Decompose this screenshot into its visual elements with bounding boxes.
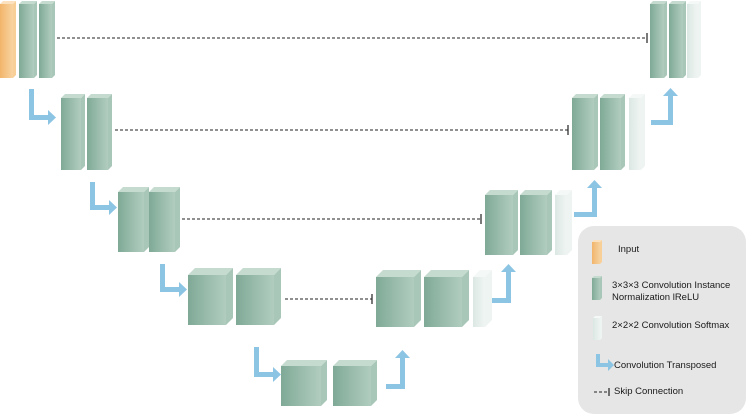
legend-transposed-icon — [596, 354, 614, 371]
dec3-softmax — [555, 190, 572, 255]
up-arrow-1 — [651, 88, 678, 125]
legend-conv-label: 3×3×3 Convolution Instance Normalization… — [612, 280, 731, 303]
legend-softmax-icon — [593, 316, 602, 340]
legend-panel — [578, 226, 746, 414]
feature-blocks — [0, 1, 701, 406]
dec3-conv-a — [485, 190, 518, 255]
down-arrow-3 — [160, 264, 187, 297]
dec4-softmax — [473, 270, 492, 327]
dec2-conv-a — [572, 94, 598, 170]
enc1-conv-a — [19, 1, 37, 78]
dec4-conv-a — [376, 270, 421, 327]
dec1-softmax — [687, 1, 701, 78]
legend-input-label: Input — [618, 244, 640, 255]
dec1-conv-a — [650, 1, 667, 78]
enc3-conv-a — [118, 187, 149, 252]
dec4-conv-b — [424, 270, 469, 327]
up-arrow-2 — [574, 180, 602, 217]
skip-level-4 — [285, 294, 373, 304]
down-arrow-2 — [90, 182, 117, 215]
enc2-conv-b — [87, 94, 112, 170]
dec3-conv-b — [520, 190, 552, 255]
input-block — [0, 1, 16, 78]
enc4-conv-a — [188, 268, 233, 325]
down-arrow-4 — [254, 347, 281, 382]
legend-conv-icon — [592, 276, 602, 300]
up-arrow-3 — [492, 264, 516, 303]
transition-arrows — [29, 88, 678, 389]
enc1-conv-b — [39, 1, 55, 78]
legend-softmax-label: 2×2×2 Convolution Softmax — [612, 320, 730, 331]
skip-level-1 — [57, 33, 648, 43]
legend-input-icon — [592, 240, 602, 264]
enc4-conv-b — [236, 268, 281, 325]
bottleneck-conv-a — [281, 360, 327, 406]
skip-connections — [57, 33, 648, 304]
enc2-conv-a — [61, 94, 85, 170]
up-arrow-4 — [386, 350, 410, 389]
legend-transposed-label: Convolution Transposed — [614, 360, 717, 371]
skip-level-2 — [115, 125, 569, 135]
dec1-conv-b — [669, 1, 686, 78]
legend-skip-icon — [594, 388, 610, 396]
skip-level-3 — [182, 214, 482, 224]
dec2-conv-b — [600, 94, 625, 170]
legend-icons — [592, 240, 614, 396]
dec2-softmax — [629, 94, 645, 170]
down-arrow-1 — [29, 89, 56, 125]
bottleneck-conv-b — [333, 360, 377, 406]
legend-skip-label: Skip Connection — [614, 386, 684, 397]
enc3-conv-b — [149, 187, 180, 252]
